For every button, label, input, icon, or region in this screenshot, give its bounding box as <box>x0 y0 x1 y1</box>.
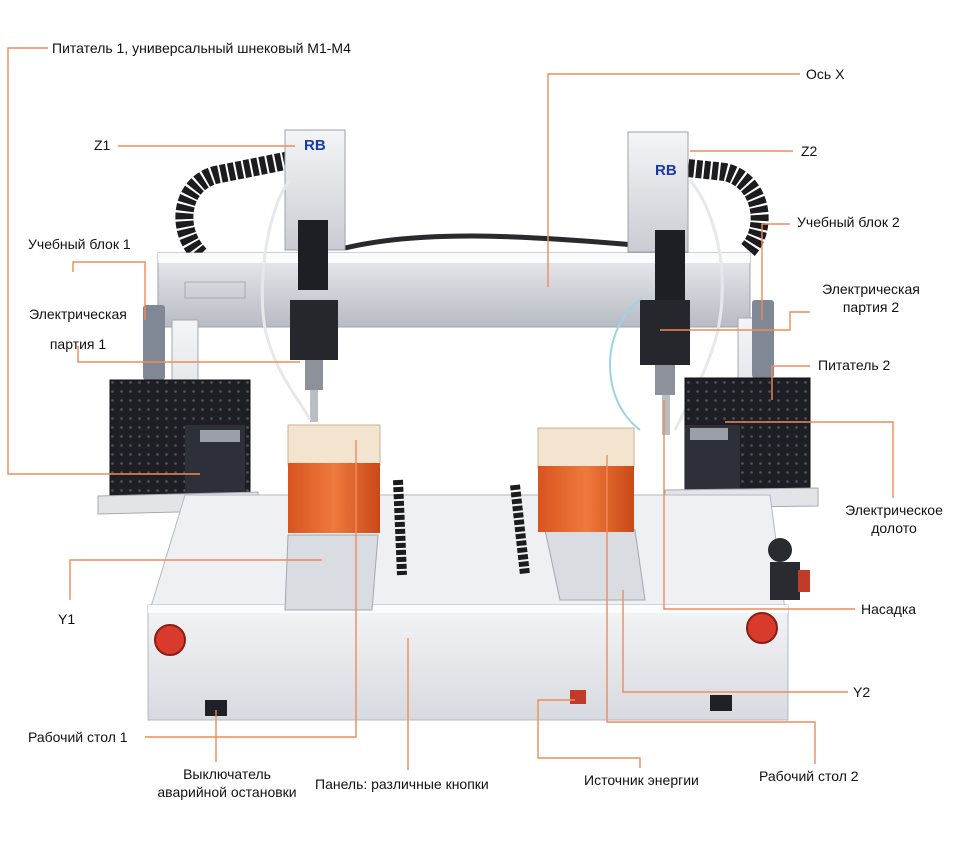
label-elec2: Электрическая партия 2 <box>812 280 930 316</box>
label-elec1-line2: партия 1 <box>49 336 107 352</box>
feeder-2 <box>684 377 811 499</box>
y2-rail <box>544 529 646 601</box>
cable-chain-right <box>659 156 769 256</box>
leader-worktable2 <box>606 455 816 764</box>
worktable-2-fixture <box>537 427 635 532</box>
z2-head: RB <box>609 131 724 435</box>
label-y1: Y1 <box>58 611 76 627</box>
leader-elec1 <box>77 346 300 363</box>
worktable-1-fixture <box>287 424 381 533</box>
leader-y1 <box>69 559 322 600</box>
cable-top <box>344 233 636 251</box>
base-table <box>147 494 789 721</box>
label-feeder1: Питатель 1, универсальный шнековый M1-M4 <box>52 40 351 56</box>
label-worktable1: Рабочий стол 1 <box>28 729 128 745</box>
label-chisel-line2: долото <box>871 520 917 536</box>
label-elec2-line2: партия 2 <box>842 299 900 315</box>
z1-head: RB <box>260 129 346 422</box>
leader-nozzle <box>663 400 855 610</box>
leader-teach2 <box>761 223 790 320</box>
y1-cable-chain <box>393 479 407 576</box>
label-elec2-line1: Электрическая <box>822 281 920 297</box>
leader-power <box>537 699 641 768</box>
teach-box-right <box>752 300 774 378</box>
leader-lines <box>7 47 894 770</box>
label-axis-x: Ось X <box>806 66 845 82</box>
label-elec1-line1: Электрическая <box>29 306 127 322</box>
cable-chain-left <box>175 151 292 262</box>
label-chisel: Электрическое долото <box>835 501 953 537</box>
y1-rail <box>284 534 379 611</box>
label-estop-line2: аварийной остановки <box>157 784 297 800</box>
label-chisel-line1: Электрическое <box>845 502 943 518</box>
y2-cable-chain <box>510 484 530 576</box>
label-estop-line1: Выключатель <box>183 766 271 782</box>
leader-axis-x <box>547 73 800 287</box>
estop-left <box>154 624 186 656</box>
z2-head-logo: RB <box>655 162 677 179</box>
label-elec1: Электрическая партия 1 <box>22 299 134 359</box>
air-regulator <box>768 538 810 600</box>
label-estop: Выключатель аварийной остановки <box>142 765 312 801</box>
label-nozzle: Насадка <box>861 601 917 617</box>
leader-elec2 <box>660 311 810 331</box>
z1-head-logo: RB <box>304 137 326 154</box>
label-teach2: Учебный блок 2 <box>797 214 900 230</box>
estop-right <box>746 612 778 644</box>
label-feeder2: Питатель 2 <box>818 357 891 373</box>
leader-teach1 <box>72 261 146 320</box>
label-z1: Z1 <box>94 137 111 153</box>
leader-y2 <box>622 590 848 693</box>
label-power: Источник энергии <box>584 772 699 788</box>
label-z2: Z2 <box>801 143 818 159</box>
label-panel: Панель: различные кнопки <box>315 776 489 792</box>
feeder-1 <box>109 379 251 501</box>
label-worktable2: Рабочий стол 2 <box>759 768 859 784</box>
leader-feeder2 <box>771 365 810 400</box>
teach-box-left <box>143 305 165 380</box>
label-teach1: Учебный блок 1 <box>28 236 131 252</box>
leader-feeder1 <box>7 47 200 475</box>
leader-chisel <box>725 421 894 498</box>
label-y2: Y2 <box>853 684 871 700</box>
